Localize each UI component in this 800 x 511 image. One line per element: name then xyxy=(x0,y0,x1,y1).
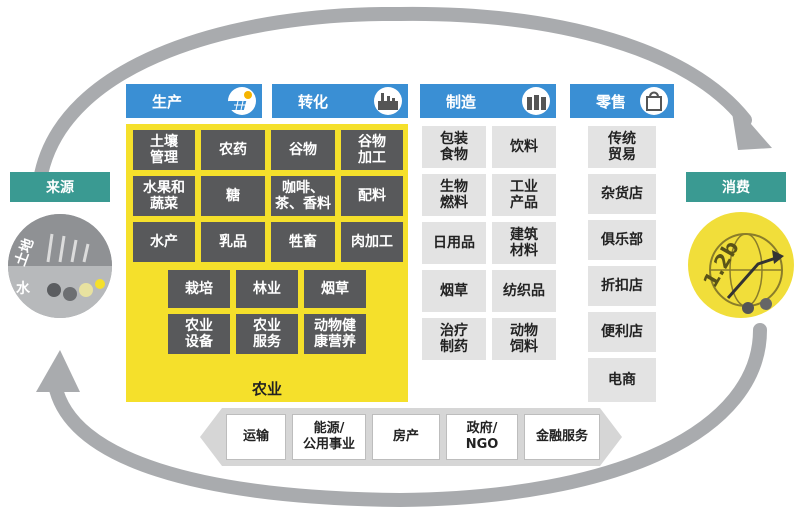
agri-sub-cell: 栽培 xyxy=(168,270,230,308)
agri-sub-cell: 农业 设备 xyxy=(168,314,230,354)
agriculture-panel xyxy=(126,124,408,402)
agri-cell: 土壤 管理 xyxy=(133,130,195,170)
service-cell: 能源/ 公用事业 xyxy=(292,414,366,460)
stage-header-conversion: 转化 xyxy=(272,84,408,118)
stage-header-production: 生产 xyxy=(126,84,262,118)
agri-cell: 肉加工 xyxy=(341,222,403,262)
retail-cell: 传统 贸易 xyxy=(588,126,656,168)
service-cell: 金融服务 xyxy=(524,414,600,460)
retail-cell: 便利店 xyxy=(588,312,656,352)
agri-cell: 水果和 蔬菜 xyxy=(133,176,195,216)
agri-sub-cell: 烟草 xyxy=(304,270,366,308)
water-label: 水 xyxy=(16,281,30,297)
manufacturing-cell: 建筑 材料 xyxy=(492,222,556,264)
agri-cell: 糖 xyxy=(201,176,265,216)
retail-cell: 折扣店 xyxy=(588,266,656,306)
stage-header-manufacturing: 制造 xyxy=(420,84,556,118)
agri-cell: 配料 xyxy=(341,176,403,216)
shopping-bag-icon xyxy=(640,87,668,115)
bottles-icon xyxy=(522,87,550,115)
globe-icon xyxy=(709,233,784,314)
source-circle: 土地 水 xyxy=(8,214,112,318)
agri-cell: 水产 xyxy=(133,222,195,262)
retail-cell: 杂货店 xyxy=(588,174,656,214)
service-cell: 运输 xyxy=(226,414,286,460)
manufacturing-cell: 治疗 制药 xyxy=(422,318,486,360)
manufacturing-cell: 工业 产品 xyxy=(492,174,556,216)
agriculture-label: 农业 xyxy=(251,380,282,398)
manufacturing-cell: 烟草 xyxy=(422,270,486,312)
agri-sub-cell: 动物健 康营养 xyxy=(304,314,366,354)
manufacturing-cell: 生物 燃料 xyxy=(422,174,486,216)
agri-cell: 乳品 xyxy=(201,222,265,262)
manufacturing-cell: 动物 饲料 xyxy=(492,318,556,360)
manufacturing-cell: 日用品 xyxy=(422,222,486,264)
manufacturing-cell: 纺织品 xyxy=(492,270,556,312)
agri-cell: 农药 xyxy=(201,130,265,170)
agri-sub-cell: 农业 服务 xyxy=(236,314,298,354)
consumption-globe: 1.2b xyxy=(688,212,794,318)
agri-sub-cell: 林业 xyxy=(236,270,298,308)
agri-cell: 谷物 xyxy=(271,130,335,170)
bottom-arc-arrow xyxy=(48,323,767,508)
bottom-arc-arrowhead xyxy=(36,350,80,392)
agri-cell: 谷物 加工 xyxy=(341,130,403,170)
service-cell: 政府/ NGO xyxy=(446,414,518,460)
agri-cell: 咖啡、 茶、香料 xyxy=(271,176,335,216)
agri-cell: 牲畜 xyxy=(271,222,335,262)
source-label: 来源 xyxy=(10,172,110,202)
solar-panel-icon xyxy=(225,87,256,115)
consumption-label: 消费 xyxy=(686,172,786,202)
factory-icon xyxy=(374,87,402,115)
retail-cell: 电商 xyxy=(588,358,656,402)
service-cell: 房产 xyxy=(372,414,440,460)
top-arc-arrow xyxy=(33,6,752,187)
manufacturing-cell: 饮料 xyxy=(492,126,556,168)
retail-cell: 俱乐部 xyxy=(588,220,656,260)
top-arc-arrowhead xyxy=(730,100,772,150)
stage-header-retail: 零售 xyxy=(570,84,674,118)
manufacturing-cell: 包装 食物 xyxy=(422,126,486,168)
